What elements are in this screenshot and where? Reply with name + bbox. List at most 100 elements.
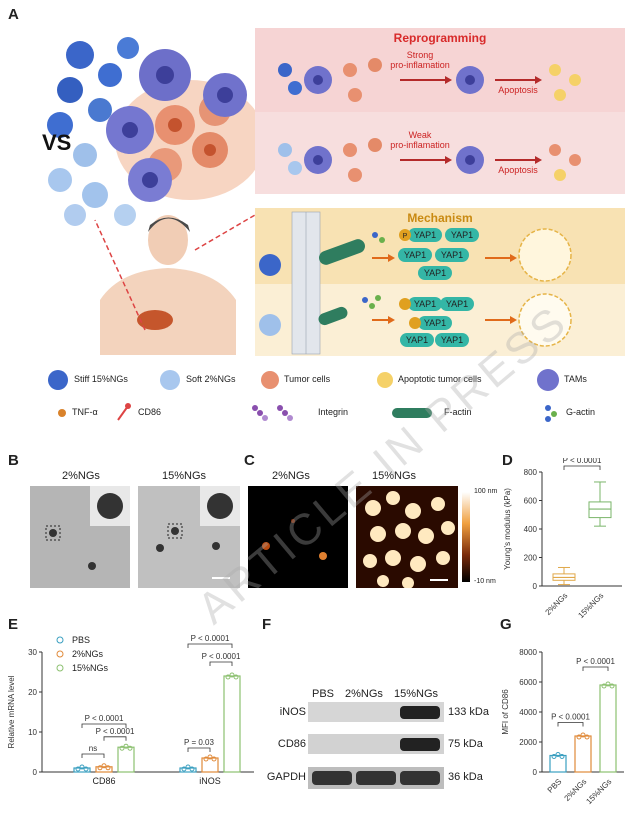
chart-g-sig-2-bracket	[582, 666, 609, 671]
chart-e-point	[97, 765, 103, 771]
chart-g-point	[584, 734, 590, 740]
chart-e-point	[119, 745, 125, 751]
lane-label-pbs: PBS	[312, 688, 335, 700]
chart-e-point	[127, 745, 133, 751]
western-blot	[308, 702, 444, 789]
chart-e-sig-ns-label: ns	[89, 744, 97, 753]
chart-e-sig-2-bracket	[103, 736, 127, 741]
reprogramming-title: Reprogramming	[394, 31, 487, 45]
blot-kda-gapdh: 36 kDa	[448, 771, 483, 783]
panel-letter-g: G	[500, 616, 512, 633]
chart-g-sig-1-label: P < 0.0001	[551, 713, 590, 722]
chart-d-sig-bracket	[563, 465, 601, 470]
panel-letter-f: F	[262, 616, 272, 633]
chart-g-bar	[574, 735, 592, 773]
chart-e-y-tick-label: 10	[28, 728, 37, 737]
chart-d-sig-label: P < 0.0001	[563, 458, 602, 465]
chart-e-sig-4-label: P < 0.0001	[191, 634, 230, 643]
tem-images	[30, 486, 240, 588]
chart-d-y-tick-label: 800	[524, 468, 538, 477]
chart-g-point	[576, 734, 582, 740]
chart-e-legend-label: 15%NGs	[72, 663, 109, 673]
chart-e-point	[123, 743, 129, 749]
row-strong	[278, 58, 581, 102]
mechanism-title: Mechanism	[407, 211, 472, 225]
yap1-label-1: YAP1	[414, 230, 436, 240]
chart-d-x-tick-label: 2%NGs	[544, 591, 570, 617]
chart-e-point	[101, 763, 107, 769]
yap1-label-6: YAP1	[414, 299, 436, 309]
chart-d-y-label: Young's modulus (kPa)	[503, 488, 512, 570]
legend-icon-tams	[537, 369, 559, 391]
afm-scale-top: 100 nm	[474, 488, 498, 495]
chart-g-bar	[549, 754, 567, 773]
chart-e-point	[75, 766, 81, 772]
legend-icon-apoptotic	[377, 372, 393, 388]
yap1-label-9: YAP1	[406, 335, 428, 345]
chart-e-x-tick-label: iNOS	[199, 776, 221, 786]
chart-g-y-tick-label: 2000	[519, 738, 537, 747]
human-figure	[94, 214, 256, 355]
chart-e-legend-marker	[56, 650, 64, 658]
chart-g-point	[605, 681, 611, 687]
chart-d-y-tick-label: 200	[524, 554, 538, 563]
legend-icon-tnf	[58, 409, 66, 417]
yap1-label-5: YAP1	[424, 268, 446, 278]
chart-e-legend-marker	[56, 664, 64, 672]
chart-d-x-tick-label: 15%NGs	[576, 591, 605, 620]
afm-images	[248, 486, 470, 588]
legend-icon-soft	[160, 370, 180, 390]
chart-e-point	[185, 764, 191, 770]
legend-icon-stiff	[48, 370, 68, 390]
panel-letter-c: C	[244, 452, 255, 469]
chart-g-bar	[599, 684, 617, 773]
panel-letter-d: D	[502, 452, 513, 469]
chart-e-bar	[117, 746, 135, 773]
panel-b-label-left: 2%NGs	[62, 470, 100, 482]
legend-icon-integrin	[252, 405, 293, 421]
vs-label: VS	[42, 130, 71, 155]
chart-e-sig-1-label: P < 0.0001	[85, 714, 124, 723]
blot-kda-cd86: 75 kDa	[448, 738, 483, 750]
legend-stiff: Stiff 15%NGs	[74, 374, 128, 384]
blot-kda-inos: 133 kDa	[448, 706, 489, 718]
chart-d-y-tick-label: 600	[524, 497, 538, 506]
chart-e-bar	[223, 675, 241, 773]
chart-e-legend-marker	[56, 636, 64, 644]
chart-e-point	[207, 754, 213, 760]
chart-g-y-tick-label: 4000	[519, 708, 537, 717]
chart-e-sig-5-label: P < 0.0001	[202, 652, 241, 661]
legend-icon-tumor	[261, 371, 279, 389]
chart-g-point	[580, 732, 586, 738]
yap1-label-2: YAP1	[451, 230, 473, 240]
chart-e-point	[233, 674, 239, 680]
chart-g-sig-2-label: P < 0.0001	[576, 657, 615, 666]
legend-tumor: Tumor cells	[284, 374, 331, 384]
legend-tnf: TNF-α	[72, 407, 98, 417]
legend-icons	[48, 369, 559, 391]
lane-label-15ngs: 15%NGs	[394, 688, 439, 700]
blot-row-gapdh: GAPDH	[266, 771, 306, 783]
legend-icon-gactin	[545, 405, 557, 422]
chart-e-sig-3-label: P = 0.03	[184, 738, 214, 747]
schematic-a: VS Reprogramming Strong pro-inflamation …	[42, 28, 625, 391]
chart-d-y-tick-label: 0	[533, 582, 538, 591]
chart-e-sig-3-bracket	[187, 747, 211, 752]
panel-letter-a: A	[8, 6, 19, 23]
tams-cluster	[106, 49, 247, 202]
mechanism-soft	[259, 293, 572, 347]
legend-row-2-icons	[58, 403, 557, 422]
chart-e-point	[225, 674, 231, 680]
nanogel-cluster	[47, 37, 139, 226]
yap1-label-10: YAP1	[441, 335, 463, 345]
lane-label-2ngs: 2%NGs	[345, 688, 383, 700]
row-weak	[278, 138, 581, 182]
chart-e-point	[189, 766, 195, 772]
apoptosis-label-1: Apoptosis	[498, 85, 538, 95]
chart-g-sig-1-bracket	[557, 722, 584, 727]
yap1-label-8: YAP1	[424, 318, 446, 328]
chart-e-point	[229, 672, 235, 678]
chart-d-y-tick-label: 400	[524, 525, 538, 534]
blot-row-cd86: CD86	[277, 738, 306, 750]
